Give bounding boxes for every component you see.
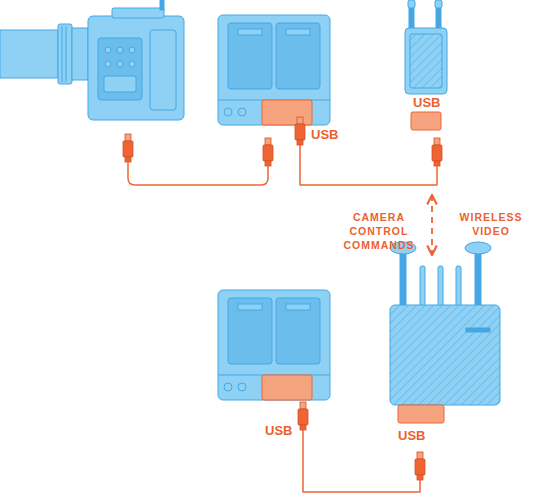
plug-head (434, 138, 440, 145)
monitor-knob (224, 108, 232, 116)
wireless-link-arrow (431, 195, 433, 255)
device-node: USB (400, 0, 452, 166)
plug-tail (265, 161, 271, 166)
port-label: USB (398, 428, 425, 443)
plug-body (123, 141, 133, 157)
plug-tail (434, 161, 440, 166)
monitor-knob (238, 383, 246, 391)
camera-button (105, 61, 111, 67)
plug-tail (125, 157, 131, 162)
receiver-body (390, 305, 500, 405)
battery-latch (238, 304, 262, 310)
antenna-tip (408, 0, 415, 8)
battery-plate (228, 298, 272, 364)
plug-head (417, 452, 423, 459)
monitor-knob (224, 383, 232, 391)
port-label: USB (265, 423, 292, 438)
monitor-knob (238, 108, 246, 116)
plug-head (300, 402, 306, 409)
plug-body (263, 145, 273, 161)
usb-cable (303, 430, 420, 492)
monitor-illustration (218, 15, 330, 125)
antenna (456, 266, 461, 308)
transmitter-fins (410, 34, 442, 88)
camera-button (117, 47, 123, 53)
receiver-illustration (390, 242, 500, 423)
plug-body (432, 145, 442, 161)
lens-mount (72, 28, 88, 80)
battery-latch (238, 29, 262, 35)
plug-group (123, 117, 442, 480)
focus-ring (58, 24, 72, 84)
device-node: USB (388, 258, 502, 480)
camera-button (117, 61, 123, 67)
antenna-tip (435, 0, 442, 8)
camera-antenna (160, 0, 164, 10)
ring-ridge (66, 26, 67, 82)
camera-cable (128, 162, 268, 185)
antenna (420, 266, 425, 308)
plug-head (125, 134, 131, 141)
plug-body (298, 409, 308, 425)
port-panel (262, 100, 312, 125)
plug-tail (297, 140, 303, 145)
device-node: USB (218, 290, 330, 430)
transmitter-body (405, 28, 447, 94)
signal-label: CAMERA CONTROL COMMANDS (338, 210, 420, 252)
usb-cable (300, 145, 437, 185)
port-label: USB (311, 127, 338, 142)
camera-body (88, 16, 184, 120)
side-panel (98, 38, 142, 100)
monitor-illustration (218, 290, 330, 400)
camera-port-panel (104, 76, 136, 92)
plug-body (415, 459, 425, 475)
ring-ridge (62, 26, 63, 82)
camera-grip (150, 30, 176, 110)
monitor-body (218, 15, 330, 125)
plug-body (295, 124, 305, 140)
camera-button (129, 47, 135, 53)
port-label: USB (413, 95, 440, 110)
device-node: USB (218, 15, 330, 145)
plug-tail (417, 475, 423, 480)
antenna (475, 252, 481, 308)
plug-tail (300, 425, 306, 430)
camera-top (112, 8, 164, 18)
battery-plate (276, 298, 320, 364)
receiver-badge (466, 328, 490, 332)
transmitter-illustration (405, 0, 447, 130)
lens-barrel (0, 30, 58, 78)
plug-head (265, 138, 271, 145)
plug-head (297, 117, 303, 124)
battery-plate (228, 23, 272, 89)
signal-label: WIRELESS VIDEO (455, 210, 527, 238)
camera-illustration (0, 0, 184, 120)
camera-button (129, 61, 135, 67)
port-panel (411, 112, 441, 130)
port-panel (262, 375, 312, 400)
antenna (400, 252, 406, 308)
camera-button (105, 47, 111, 53)
port-panel (398, 405, 444, 423)
battery-plate (276, 23, 320, 89)
monitor-body (218, 290, 330, 400)
battery-latch (286, 29, 310, 35)
antenna (438, 266, 443, 308)
battery-latch (286, 304, 310, 310)
antenna-paddle (465, 242, 491, 254)
